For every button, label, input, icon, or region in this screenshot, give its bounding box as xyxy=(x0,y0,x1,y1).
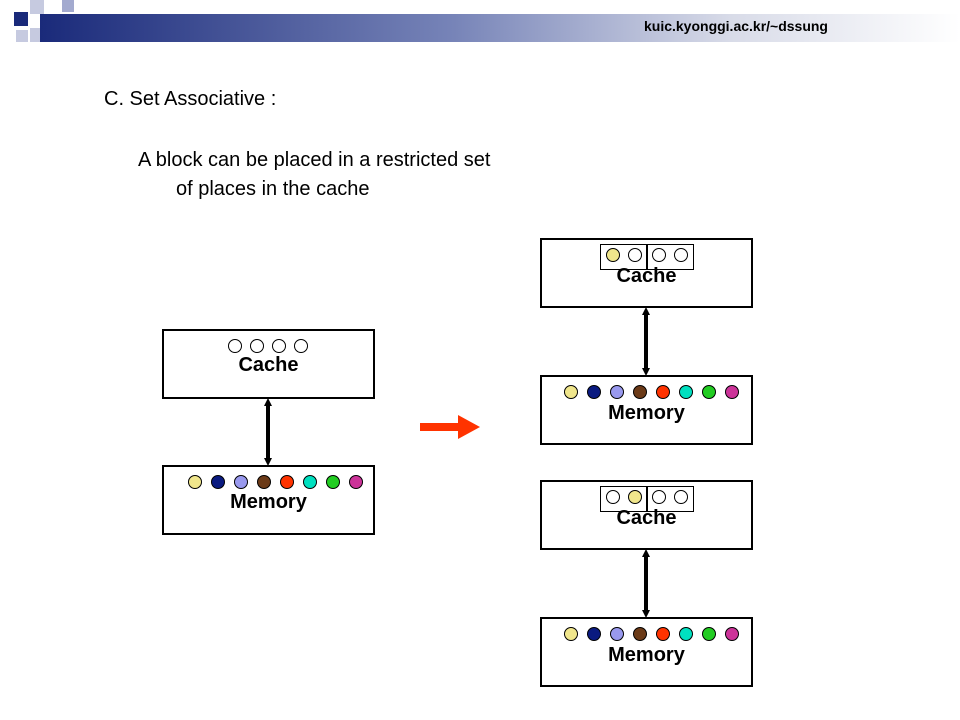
description-line-1: A block can be placed in a restricted se… xyxy=(138,149,491,171)
left-memory-label: Memory xyxy=(230,491,307,513)
cache-slot-filled xyxy=(606,248,620,262)
section-heading: C. Set Associative : xyxy=(104,88,277,110)
memory-block-dot xyxy=(587,627,601,641)
header-square-dark xyxy=(14,12,28,26)
right-arrow-icon xyxy=(420,415,480,439)
memory-block-dot xyxy=(679,385,693,399)
cache-slot xyxy=(652,248,666,262)
memory-block-dot xyxy=(564,627,578,641)
right-top-cache-label: Cache xyxy=(616,265,677,287)
right-top-memory-label: Memory xyxy=(608,402,685,424)
memory-block-dot xyxy=(702,627,716,641)
cache-slot xyxy=(606,490,620,504)
memory-block-dot xyxy=(326,475,340,489)
memory-block-dot xyxy=(303,475,317,489)
memory-block-dot xyxy=(234,475,248,489)
right-bottom-memory-box: Memory xyxy=(540,617,753,687)
cache-set-frame xyxy=(646,486,694,512)
memory-block-dot xyxy=(656,385,670,399)
cache-slot xyxy=(674,490,688,504)
memory-block-dot xyxy=(702,385,716,399)
memory-block-dot xyxy=(188,475,202,489)
cache-slot xyxy=(652,490,666,504)
memory-block-dot xyxy=(587,385,601,399)
left-memory-box: Memory xyxy=(162,465,375,535)
cache-slot-filled xyxy=(628,490,642,504)
memory-block-dot xyxy=(633,627,647,641)
right-top-memory-box: Memory xyxy=(540,375,753,445)
memory-block-dot xyxy=(280,475,294,489)
memory-block-dot xyxy=(679,627,693,641)
cache-slot xyxy=(628,248,642,262)
memory-block-dot xyxy=(725,627,739,641)
header-square-light xyxy=(16,30,28,42)
right-top-cache-box: Cache xyxy=(540,238,753,308)
memory-block-dot xyxy=(564,385,578,399)
slide-header: kuic.kyonggi.ac.kr/~dssung xyxy=(0,0,960,48)
header-square-mid xyxy=(62,0,74,12)
cache-slot xyxy=(294,339,308,353)
description-text: A block can be placed in a restricted se… xyxy=(138,146,490,204)
memory-block-dot xyxy=(633,385,647,399)
memory-block-dot xyxy=(211,475,225,489)
header-square-light xyxy=(30,0,44,14)
right-bottom-memory-label: Memory xyxy=(608,644,685,666)
cache-set-frame xyxy=(600,486,648,512)
right-bottom-cache-box: Cache xyxy=(540,480,753,550)
memory-block-dot xyxy=(610,385,624,399)
header-gradient-band xyxy=(40,14,960,42)
cache-slot xyxy=(228,339,242,353)
cache-slot xyxy=(674,248,688,262)
cache-slot xyxy=(250,339,264,353)
memory-block-dot xyxy=(257,475,271,489)
memory-block-dot xyxy=(656,627,670,641)
memory-block-dot xyxy=(349,475,363,489)
cache-slot xyxy=(272,339,286,353)
left-cache-box: Cache xyxy=(162,329,375,399)
cache-set-frame xyxy=(600,244,648,270)
right-bottom-cache-label: Cache xyxy=(616,507,677,529)
memory-block-dot xyxy=(610,627,624,641)
description-line-2: of places in the cache xyxy=(176,178,370,200)
memory-block-dot xyxy=(725,385,739,399)
cache-set-frame xyxy=(646,244,694,270)
header-url: kuic.kyonggi.ac.kr/~dssung xyxy=(643,18,828,34)
left-cache-label: Cache xyxy=(238,354,299,376)
